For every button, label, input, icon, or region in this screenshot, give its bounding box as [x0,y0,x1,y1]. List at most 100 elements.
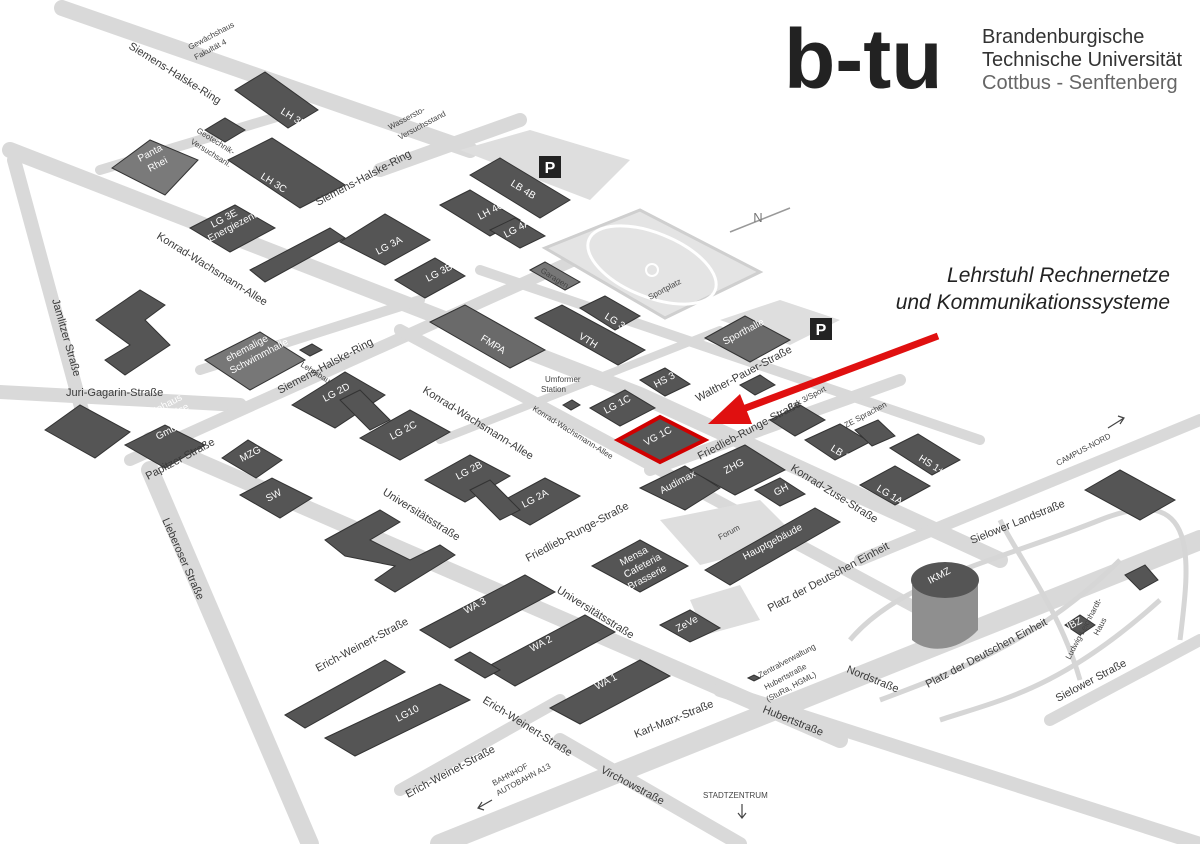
building-uni-service [123,424,207,469]
building-lehmbau [298,343,324,357]
road-sielower-land [854,414,1200,566]
road-erich-weinert-west [394,694,566,796]
arrow-head [708,394,752,424]
building-panta-rhei [111,139,199,196]
building-lg2a [493,477,582,526]
arrow-bahnhof-icon [477,799,493,811]
building-lg3b [393,257,467,299]
ikmz-roof [911,562,979,598]
building-sporthalle [703,315,792,363]
building-lh3d [234,71,319,129]
building-audimax [638,465,721,511]
building-fak3 [768,404,827,437]
building-lg4a [488,217,547,249]
road-virchow [553,733,747,844]
arrow-campus-nord-icon [1107,415,1125,429]
chair-line-2: und Kommunikationssysteme [895,291,1170,314]
building-geotechnik [204,117,246,143]
park-path-2 [879,558,1122,703]
building-lg2c-wing [339,389,391,431]
building-wa1 [548,659,672,725]
road-walther-pauer [475,265,985,445]
building-lg3a-wing [249,227,346,283]
parking-sign-east [810,318,832,340]
street-juri: Juri-Gagarin-Straße [66,387,163,399]
parking-signs: P P [539,156,832,340]
road-sielower [1044,634,1200,726]
building-mzg [221,439,283,479]
parking-sign-north [539,156,561,178]
parking-label-east: P [816,322,827,339]
building-lg10 [323,683,472,757]
road-friedlieb-diag [644,374,906,476]
building-sw [238,477,314,519]
building-gh [753,477,807,507]
building-vg1c-highlight [613,414,710,465]
building-umformer [562,399,581,411]
building-lg2b [423,454,512,503]
building-zentralverwaltung [746,674,762,682]
building-lg2c [358,409,452,461]
building-lg2d [291,371,386,429]
label-umformer-2: Station [541,385,566,394]
ikmz-library [911,562,979,649]
building-lh3c [227,137,347,209]
building-lg1c [588,389,657,427]
highlight-arrow [708,332,940,424]
building-wa4 [284,659,406,729]
building-ibz [1064,614,1096,636]
park-path-3 [939,598,1162,723]
building-lb4b [469,157,571,219]
chair-callout: Lehrstuhl Rechnernetze und Kommunikation… [810,262,1170,316]
buildings [44,71,1177,757]
street-erich-3: Erich-Weinet-Straße [404,743,497,800]
university-line-2: Technische Universität [982,49,1183,71]
compass-label: N [753,210,762,225]
road-hubert [713,683,1200,844]
road-siemens-ring-east [373,113,527,177]
building-lh4c [438,189,522,237]
chair-line-1: Lehrstuhl Rechnernetze [947,264,1170,287]
building-walther [739,374,776,396]
compass-line [729,207,791,233]
road-papitzer [124,238,616,466]
sportplatz [541,208,764,320]
btu-logo-text: b-tu [784,18,943,98]
park-path-4 [997,518,1083,681]
label-leichhardt-2: Haus [1092,616,1109,637]
building-wa2 [483,614,617,687]
road-juri-gagarin [0,385,247,412]
label-umformer-1: Umformer [545,375,581,384]
street-universitaet-1: Universitätsstraße [380,486,462,543]
building-garagen [528,261,582,291]
building-far-east [1083,469,1177,521]
building-hs12 [888,433,962,476]
building-hs3 [638,367,692,397]
road-karl-marx [430,530,1200,844]
building-zeve [658,609,722,643]
building-lg3e [188,204,277,253]
building-far-east-2 [1124,564,1159,591]
building-schwimmhalle [204,331,306,391]
road-internal-2 [436,326,724,444]
building-lg1a [858,465,932,506]
sportplatz-track [586,224,718,306]
btu-logo: b-tu [784,12,964,106]
building-west-h2 [324,509,456,593]
building-wa3 [418,574,557,649]
arrow-stadtzentrum-icon [737,804,747,819]
building-ze-sprachen [854,419,896,447]
building-fmpa [428,304,547,369]
university-name: Brandenburgische Technische Universität … [982,26,1182,95]
arrow-shaft [733,332,940,416]
building-lg3a [338,213,432,266]
ikmz-body [912,580,978,649]
building-west-h [95,289,171,376]
building-lg2b-wing [469,479,521,521]
building-gaestehaus [44,404,131,459]
university-line-1: Brandenburgische [982,26,1145,48]
direction-stadtzentrum: STADTZENTRUM [703,791,768,800]
building-zhg [688,444,787,496]
compass: N [729,207,791,233]
